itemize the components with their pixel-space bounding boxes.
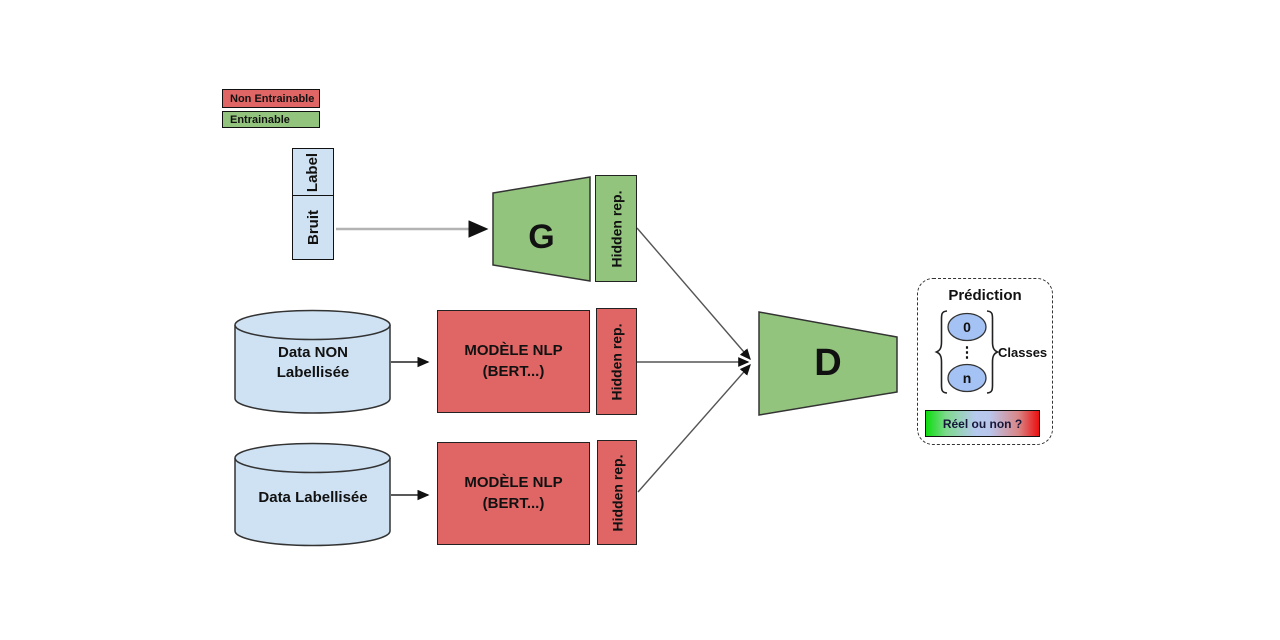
generator-hidden-rep-text: Hidden rep. — [608, 189, 625, 268]
labeled-hidden-rep-text: Hidden rep. — [609, 453, 626, 532]
labeled-data-label: Data Labellisée — [258, 489, 368, 506]
cylinder-unlabeled-body — [234, 325, 391, 414]
discriminator-trapezoid — [758, 311, 898, 416]
cylinder-unlabeled-top — [234, 309, 391, 341]
input-noise-text: Bruit — [304, 210, 322, 245]
arrow-labeled-hidden-to-discriminator — [637, 363, 751, 493]
cylinder-labeled-top — [234, 442, 391, 474]
nlp-model-unlabeled-box: MODÈLE NLP (BERT...) — [437, 310, 590, 413]
nlp-model-unlabeled-text: MODÈLE NLP (BERT...) — [464, 342, 563, 380]
legend-trainable: Entrainable — [222, 111, 320, 128]
class-node-0-ellipse — [947, 312, 987, 342]
generator-letter: G — [528, 217, 555, 256]
unlabeled-data-label: Data NON Labellisée — [276, 344, 350, 382]
nlp-model-labeled-text: MODÈLE NLP (BERT...) — [464, 474, 563, 512]
class-node-0-label: 0 — [963, 319, 971, 335]
real-or-not-label: Réel ou non ? — [942, 416, 1023, 431]
legend-non-trainable: Non Entrainable — [222, 89, 320, 108]
legend-non-trainable-label: Non Entrainable — [230, 92, 315, 105]
discriminator-letter: D — [814, 342, 842, 384]
input-noise-cell: Bruit — [292, 196, 334, 260]
classes-label: Classes — [998, 345, 1048, 360]
nlp-model-labeled-box: MODÈLE NLP (BERT...) — [437, 442, 590, 545]
arrow-generator-hidden-to-discriminator — [636, 227, 751, 361]
prediction-title: Prédiction — [948, 287, 1022, 304]
legend-trainable-label: Entrainable — [230, 113, 290, 126]
generator-hidden-rep-box: Hidden rep. — [595, 175, 637, 282]
unlabeled-hidden-rep-box: Hidden rep. — [596, 308, 637, 415]
class-node-n-ellipse — [947, 363, 987, 393]
prediction-container — [917, 278, 1053, 445]
labeled-hidden-rep-box: Hidden rep. — [597, 440, 637, 545]
input-label-cell: Label — [292, 148, 334, 196]
classes-brace-left — [934, 310, 948, 394]
input-label-text: Label — [304, 152, 322, 192]
class-ellipsis-dots: ⋮ — [959, 344, 975, 361]
class-node-n-label: n — [962, 370, 972, 386]
real-or-not-gradient-bar: Réel ou non ? — [925, 410, 1040, 437]
unlabeled-hidden-rep-text: Hidden rep. — [608, 322, 625, 401]
cylinder-labeled-body — [234, 458, 391, 547]
classes-brace-right — [986, 310, 1000, 394]
generator-trapezoid — [492, 176, 591, 282]
